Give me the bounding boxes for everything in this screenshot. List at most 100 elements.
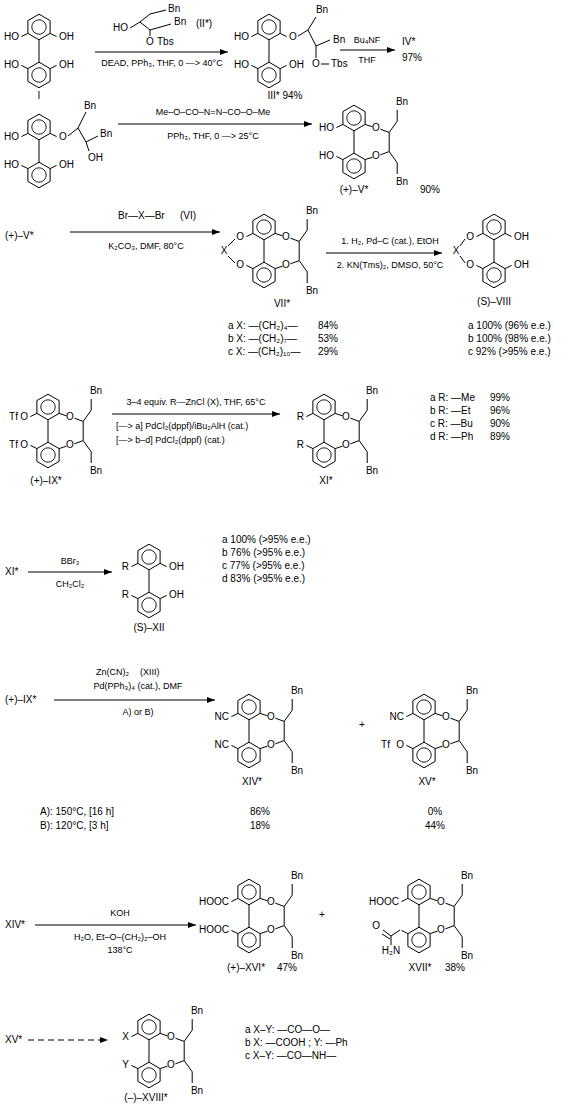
label: O [466,260,474,270]
label: XV* [418,777,435,787]
label: O [146,37,154,47]
label: Bn [366,466,378,476]
label: O [342,440,350,450]
label: O [437,897,445,907]
label: I [38,91,41,101]
label: HOOC [199,897,229,907]
label: Bn [90,466,102,476]
label: HO [4,132,19,142]
label: HOOC [199,925,229,935]
label: DEAD, PPh₃, THF, 0 —> 40°C [101,59,222,68]
label: Bn [191,1006,203,1016]
label: Bn [396,97,408,107]
label: O [372,123,380,133]
label: HO [319,123,334,133]
label: OH [88,153,103,163]
label: O [396,740,404,750]
label: III* 94% [267,91,302,101]
label: O [466,232,474,242]
label: O [59,132,67,142]
label: b R: —Et [430,406,471,416]
label: Tbs [157,37,174,47]
label: OH [59,60,74,70]
label: O [20,412,28,422]
label: BBr₃ [61,557,80,566]
label: 86% [250,807,270,817]
label: HOOC [369,897,399,907]
label: XIV* [5,920,25,930]
label: O [236,260,244,270]
label: R [297,412,304,422]
label: c R: —Bu [430,419,473,429]
label: O [66,440,74,450]
label: Bn [174,17,186,27]
label: O [267,897,275,907]
label: A): 150°C, [16 h] [40,807,114,817]
label: Pd(PPh₃)₄ (cat.), DMF [94,682,183,691]
label: d R: —Ph [430,432,473,442]
label: 0% [428,807,442,817]
label: Bn [291,951,303,961]
label: O [282,260,290,270]
label: (+)–V* [340,185,369,195]
label: (VI) [180,211,196,221]
label: b X: —COOH ; Y: —Ph [245,1038,348,1048]
label: Bn [191,1086,203,1096]
label: O [267,712,275,722]
label: 90% [490,419,510,429]
label: c X–Y: —CO—NH— [245,1051,336,1061]
label: R [297,440,304,450]
label: R [122,590,129,600]
label: + [319,910,325,920]
label: + [359,720,365,730]
label: (II*) [196,19,212,29]
label: Bn [306,206,318,216]
label: (+)–IX* [30,476,61,486]
label: Bn [291,766,303,776]
label: VII* [274,299,290,309]
label: 99% [490,393,510,403]
label: c 77% (>95% e.e.) [222,561,305,571]
label: Tbs [331,59,348,69]
label: Me–O–CO–N=N–CO–O–Me [156,108,270,117]
label: O [267,925,275,935]
label: HO [319,151,334,161]
label: OH [514,260,529,270]
label: b 76% (>95% e.e.) [222,548,305,558]
label: OH [169,590,184,600]
label: 47% [277,963,297,973]
label: Bn [333,35,345,45]
bonds [68,10,465,945]
reaction-arrows [28,50,442,1040]
label: Bn [316,5,328,15]
label: Bn [84,101,96,111]
label: O [372,151,380,161]
label: O [289,32,297,42]
label: Zn(CN)₂ [96,668,129,677]
label: (S)–VIII [477,297,511,307]
label: Bn [466,766,478,776]
label: NC [390,712,404,722]
label: HO [113,23,128,33]
label: KOH [110,909,130,918]
label: Bn [291,686,303,696]
label: Tf [381,740,390,750]
label: Bn [461,951,473,961]
label: 29% [318,347,338,357]
label: O [312,59,320,69]
label: [—> b–d] PdCl₂(dppf) (cat.) [116,436,225,445]
label: 1. H₂, Pd–C (cat.), EtOH [341,237,439,246]
label: a X: —(CH₂)₄— [228,321,298,331]
label: Tf [9,440,18,450]
label: HO [4,160,19,170]
label: c 92% (>95% e.e.) [468,347,551,357]
label: OH [289,60,304,70]
label: 138°C [107,946,132,955]
label: XIV* [242,777,262,787]
label: 89% [490,432,510,442]
label: (S)–XII [133,623,164,633]
label: O [167,1060,175,1070]
label: H₂O, Et–O–(CH₂)₂–OH [74,933,166,942]
label: 90% [420,185,440,195]
label: (+)–IX* [5,695,36,705]
